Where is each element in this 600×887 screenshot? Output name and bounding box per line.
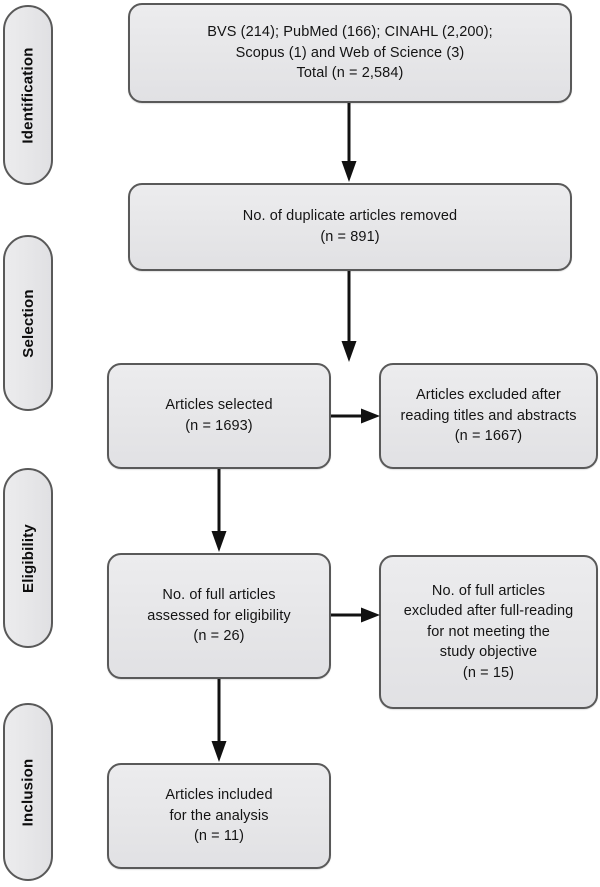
node-duplicates-removed-text: No. of duplicate articles removed (n = 8… bbox=[242, 208, 458, 245]
stage-label-inclusion-text: Inclusion bbox=[19, 758, 37, 826]
arrow-assessed-to-fullexcluded bbox=[331, 605, 381, 625]
stage-label-identification: Identification bbox=[3, 5, 53, 185]
node-articles-selected-text: Articles selected (n = 1693) bbox=[165, 397, 273, 434]
stage-label-inclusion: Inclusion bbox=[3, 703, 53, 881]
node-duplicates-removed: No. of duplicate articles removed (n = 8… bbox=[128, 183, 572, 271]
node-articles-selected: Articles selected (n = 1693) bbox=[107, 363, 331, 469]
arrow-identified-to-duplicates bbox=[339, 103, 359, 183]
node-articles-included: Articles included for the analysis (n = … bbox=[107, 763, 331, 869]
node-full-articles-assessed-text: No. of full articles assessed for eligib… bbox=[147, 587, 291, 645]
stage-label-eligibility-text: Eligibility bbox=[19, 523, 37, 593]
arrow-selected-to-excluded bbox=[331, 406, 381, 426]
arrow-selected-to-assessed bbox=[209, 469, 229, 553]
stage-label-selection-text: Selection bbox=[19, 288, 37, 358]
arrow-assessed-to-included bbox=[209, 679, 229, 763]
node-articles-excluded-titles-abstracts: Articles excluded after reading titles a… bbox=[379, 363, 598, 469]
node-full-articles-excluded: No. of full articles excluded after full… bbox=[379, 555, 598, 709]
node-full-articles-assessed: No. of full articles assessed for eligib… bbox=[107, 553, 331, 679]
stage-label-selection: Selection bbox=[3, 235, 53, 411]
stage-label-identification-text: Identification bbox=[19, 46, 37, 144]
node-articles-excluded-titles-abstracts-text: Articles excluded after reading titles a… bbox=[400, 387, 577, 445]
node-records-identified-text: BVS (214); PubMed (166); CINAHL (2,200);… bbox=[207, 24, 493, 82]
stage-label-eligibility: Eligibility bbox=[3, 468, 53, 648]
node-articles-included-text: Articles included for the analysis (n = … bbox=[165, 787, 273, 845]
node-full-articles-excluded-text: No. of full articles excluded after full… bbox=[403, 582, 574, 681]
arrow-duplicates-to-selected bbox=[339, 271, 359, 363]
node-records-identified: BVS (214); PubMed (166); CINAHL (2,200);… bbox=[128, 3, 572, 103]
